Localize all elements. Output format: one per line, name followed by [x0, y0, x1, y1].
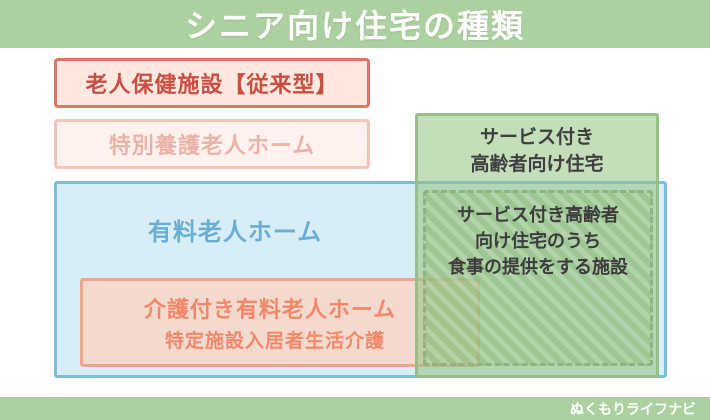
rouken-box: 老人保健施設【従来型】 — [54, 58, 370, 108]
rouken-label: 老人保健施設【従来型】 — [85, 73, 339, 98]
kaigo-title: 介護付き有料老人ホーム — [143, 298, 397, 323]
sakou-meal-line3: 食事の提供をする施設 — [448, 257, 628, 278]
footer-brand: ぬくもりライフナビ — [570, 401, 696, 418]
sakou-meal-line2: 向け住宅のうち — [475, 231, 601, 252]
sakou-title-line1: サービス付き — [479, 126, 594, 148]
sakou-title-line2: 高齢者向け住宅 — [470, 153, 604, 175]
page-title: シニア向け住宅の種類 — [184, 7, 525, 45]
tokuyou-label: 特別養護老人ホーム — [108, 134, 316, 159]
sakou-meal-label: サービス付き高齢者 向け住宅のうち 食事の提供をする施設 — [423, 203, 653, 281]
kaigo-subtitle: 特定施設入居者生活介護 — [164, 330, 385, 352]
tokuyou-box: 特別養護老人ホーム — [54, 119, 370, 169]
yuryou-label: 有料老人ホーム — [147, 218, 323, 246]
sakou-meal-hatched-area — [423, 190, 653, 366]
kaigo-box — [80, 278, 480, 367]
sakou-title: サービス付き 高齢者向け住宅 — [418, 124, 656, 178]
sakou-meal-line1: サービス付き高齢者 — [457, 205, 619, 226]
title-bar: シニア向け住宅の種類 — [0, 0, 710, 48]
footer-bar: ぬくもりライフナビ — [0, 397, 710, 420]
